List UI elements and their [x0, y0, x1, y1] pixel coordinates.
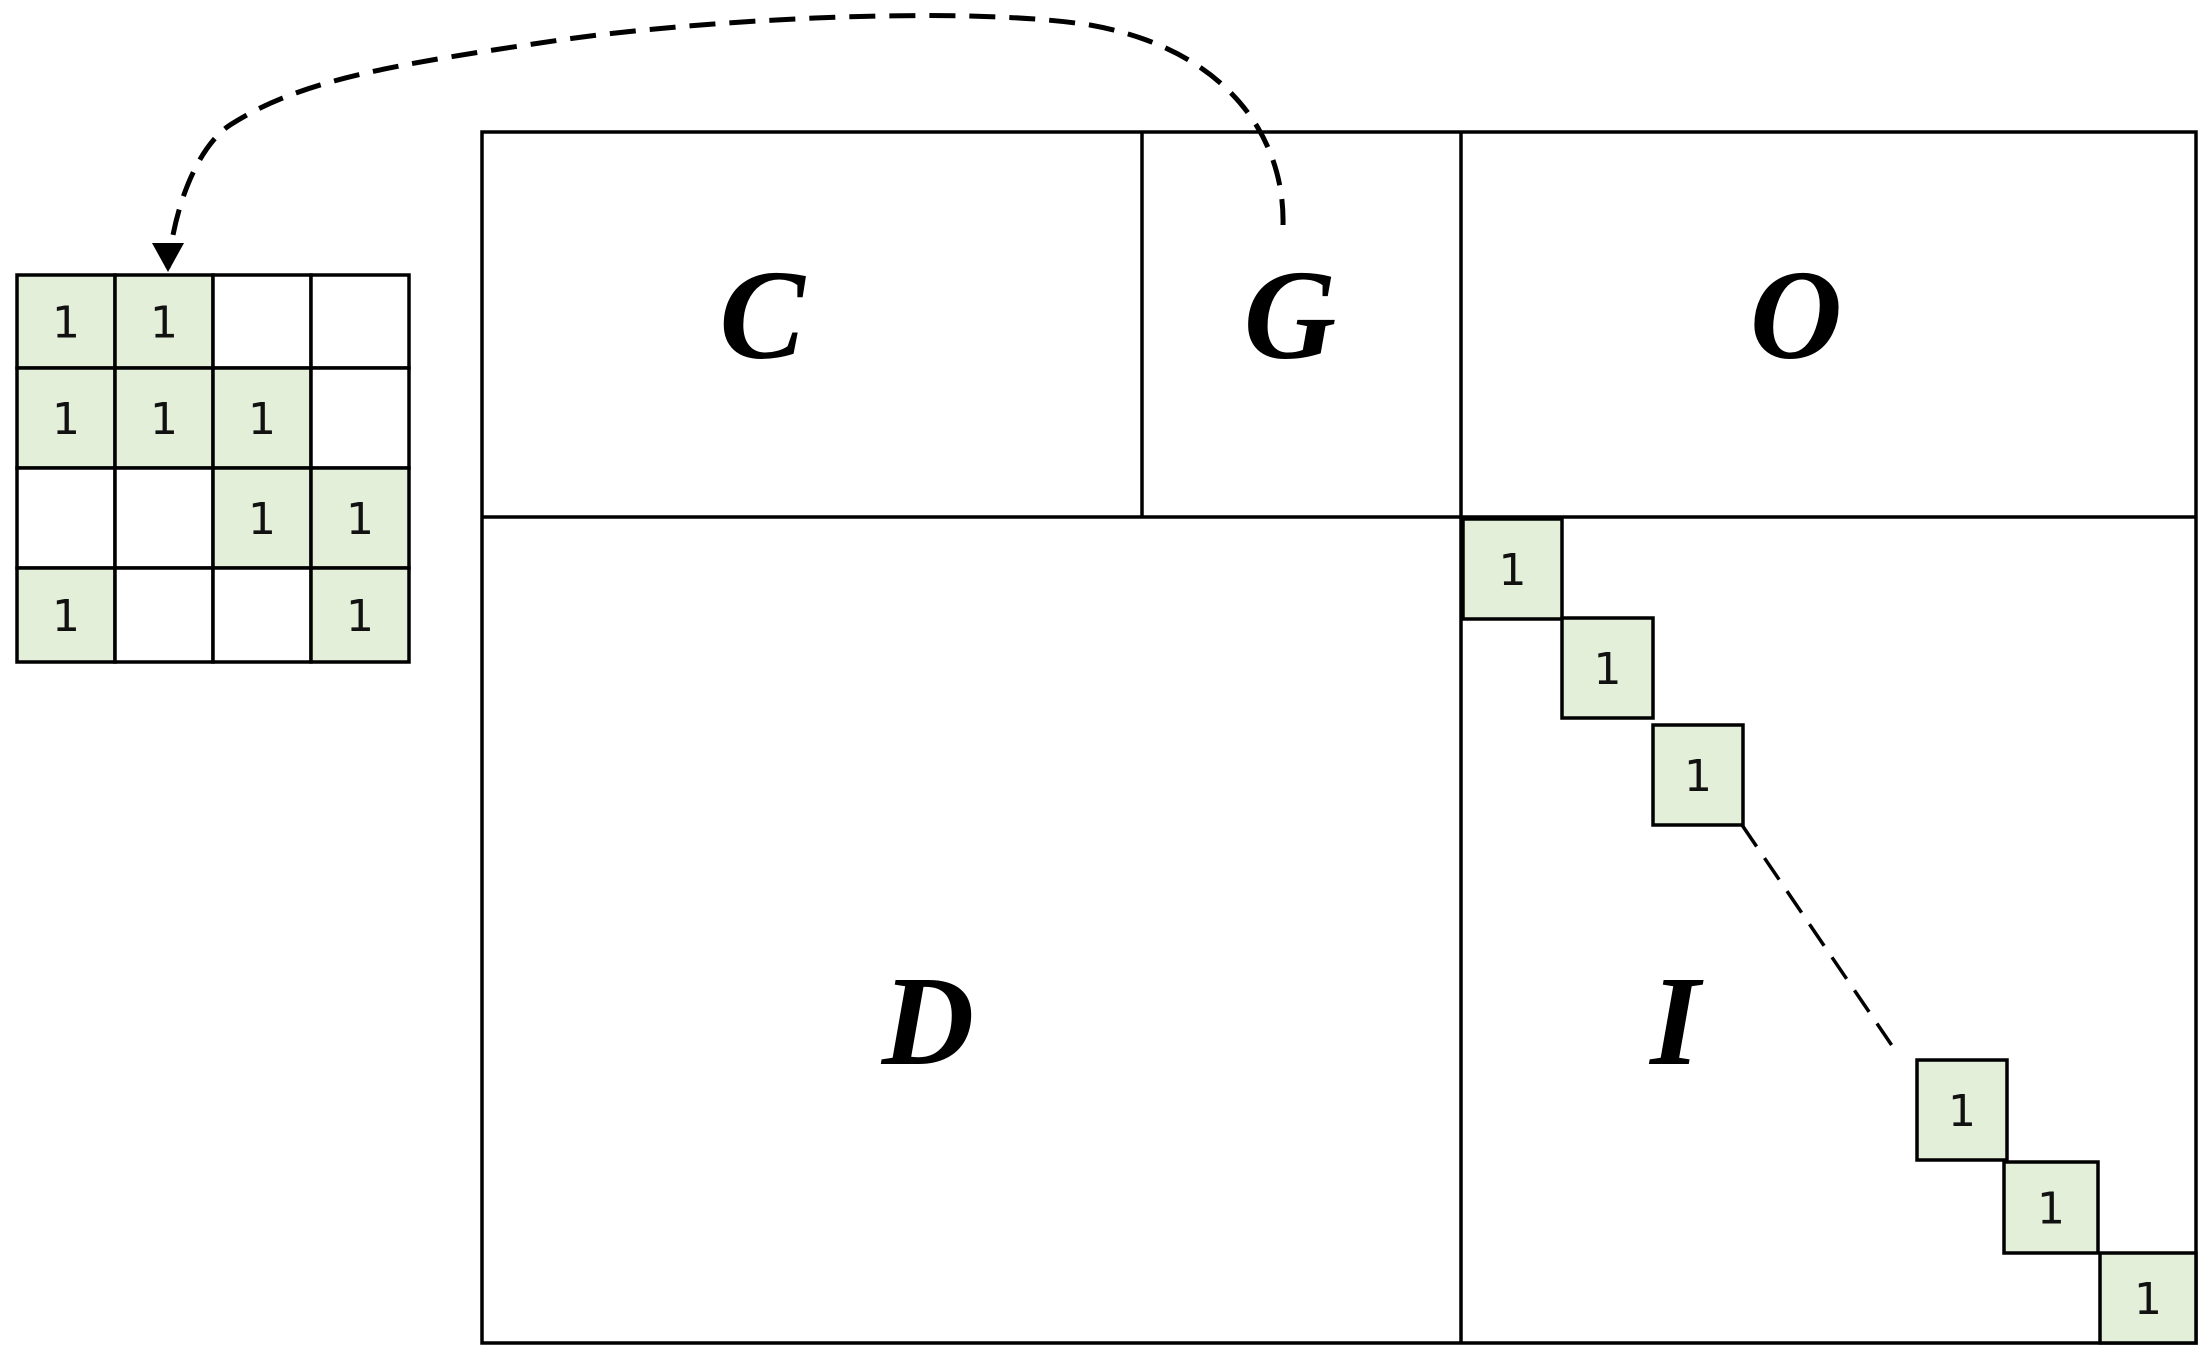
identity-cell: [2098, 1251, 2198, 1345]
small-matrix-cell-value: 1: [248, 494, 276, 545]
small-matrix-cell: [309, 273, 411, 370]
small-matrix-cell: [113, 466, 215, 570]
identity-cell-value: 1: [1684, 751, 1712, 802]
block-label-g: G: [1244, 244, 1336, 386]
identity-cell: [1461, 517, 1564, 621]
block-label-o: O: [1750, 244, 1842, 386]
small-matrix-cell: [113, 566, 215, 664]
small-matrix-cell-value: 1: [52, 591, 80, 642]
block-label-i: I: [1648, 950, 1704, 1092]
identity-cell-value: 1: [2134, 1274, 2162, 1325]
small-matrix-cell-value: 1: [248, 394, 276, 445]
identity-cell: [1560, 616, 1655, 720]
block-matrix-frame: [480, 130, 2198, 1345]
small-matrix-cell: [211, 566, 313, 664]
small-matrix-cell-value: 1: [150, 298, 178, 349]
arrowhead-icon: [152, 243, 184, 272]
small-matrix-cell-value: 1: [52, 298, 80, 349]
identity-cell-value: 1: [1499, 545, 1527, 596]
small-matrix-cell: [15, 273, 117, 370]
identity-cell-value: 1: [2037, 1184, 2065, 1235]
dashed-curved-arrow: [165, 13, 1286, 269]
small-matrix: 1 1 1 1 1 1 1 1 1: [15, 273, 411, 664]
small-matrix-cell: [211, 273, 313, 370]
identity-cell: [1651, 723, 1745, 827]
small-matrix-cell: [309, 566, 411, 664]
small-matrix-cell-value: 1: [52, 394, 80, 445]
identity-cell-value: 1: [1948, 1086, 1976, 1137]
small-matrix-cell: [211, 466, 313, 570]
small-matrix-cell-value: 1: [346, 591, 374, 642]
identity-diagonal-dashes: [1740, 824, 1897, 1051]
block-label-d: D: [881, 950, 974, 1092]
identity-cell-value: 1: [1594, 644, 1622, 695]
small-matrix-cell: [15, 466, 117, 570]
identity-cell: [1915, 1058, 2009, 1162]
small-matrix-cell-value: 1: [346, 494, 374, 545]
small-matrix-cell: [15, 566, 117, 664]
block-label-c: C: [719, 244, 806, 386]
identity-cell: [2002, 1160, 2100, 1255]
small-matrix-cell: [309, 366, 411, 470]
identity-diagonal: 1 1 1 1 1 1: [1461, 517, 2198, 1345]
small-matrix-cell-value: 1: [150, 394, 178, 445]
